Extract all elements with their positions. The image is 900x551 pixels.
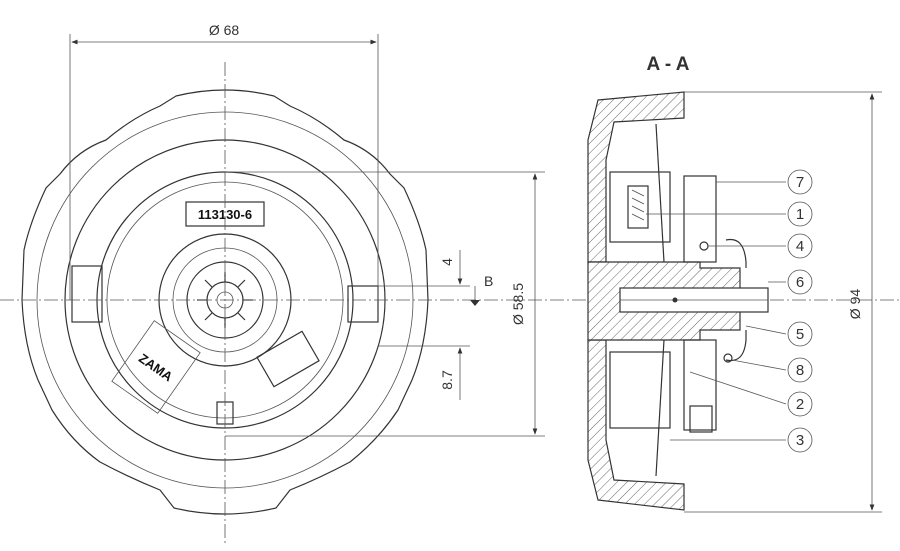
valve-spring-upper [631,189,645,221]
section-title: A - A [647,54,690,75]
callout-number: 5 [796,326,804,343]
offset87-label: 8.7 [439,370,455,390]
bottom-clip [689,405,713,433]
section-view: A - A Ø 94 [587,54,882,513]
inner-sleeve-upper [683,175,717,263]
left-tab [71,265,103,323]
datum-triangle [470,300,480,306]
retainer-pin-upper [699,241,709,251]
seal-disc-lower [655,339,665,477]
callout-balloon [787,357,813,383]
valve-element-upper [627,185,649,229]
callout-number: 2 [796,396,804,413]
callout-balloon [787,269,813,295]
spring-ring-lower [725,330,747,362]
cap-shell-section-lower [587,339,685,511]
outer-cap-outline [21,89,429,515]
brand-text: ZAMA [136,350,176,384]
callout-balloon [787,427,813,453]
dia94-label: Ø 94 [847,289,863,320]
datum-label: B [484,273,493,289]
front-view: 113130-6 ZAMA Ø 68 Ø 58.5 4 8.7 B [0,22,900,545]
part-number: 113130-6 [198,207,252,222]
offset4-label: 4 [439,258,455,266]
callout-leaders [646,181,787,441]
callout-number: 4 [796,238,804,255]
callout-balloon [787,201,813,227]
callout-number: 6 [796,274,804,291]
callout-balloons: 7 1 4 6 5 8 2 3 [787,169,813,453]
retainer-pin-lower [723,353,733,363]
callout-balloon [787,321,813,347]
callout-number: 8 [796,362,804,379]
valve-housing-upper [609,171,671,243]
callout-balloon [787,391,813,417]
callout-number: 7 [796,174,804,191]
inner-sleeve-lower [683,339,717,431]
right-tab [347,285,379,323]
cap-shell-section [587,91,685,263]
valve-housing-lower [609,351,671,429]
callout-number: 1 [796,206,804,223]
dia58-label: Ø 58.5 [510,283,526,325]
shaft-pin [672,297,678,303]
spring-ring-upper [725,238,747,268]
label-panel [256,330,320,388]
seal-disc-upper [655,123,665,263]
callout-balloon [787,169,813,195]
callout-balloon [787,233,813,259]
brand-box [111,320,201,414]
callout-number: 3 [796,432,804,449]
dia68-label: Ø 68 [209,22,240,38]
